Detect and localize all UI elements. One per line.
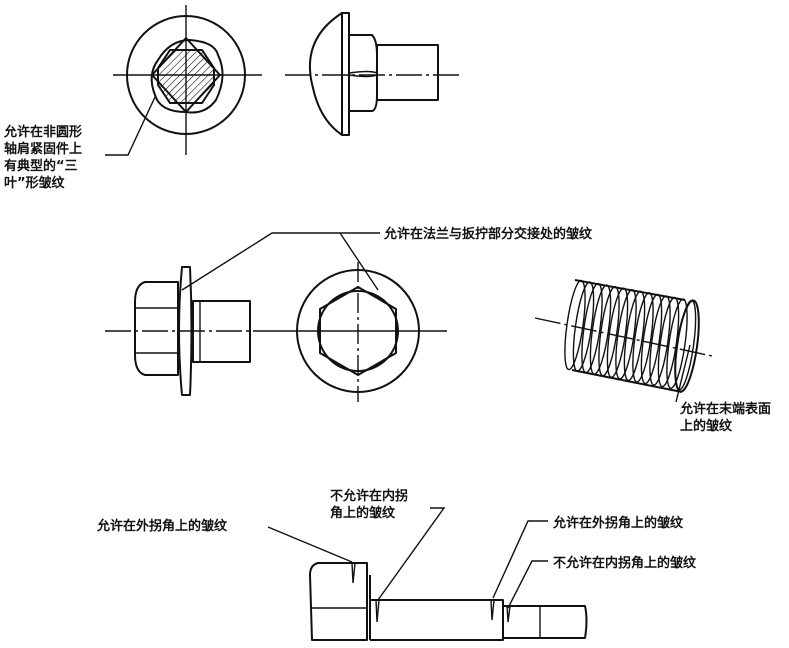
label-line: 允许在非圆形 bbox=[3, 124, 82, 140]
label-outer-corner-left: 允许在外拐角上的皱纹 bbox=[96, 518, 353, 563]
label-line: 允许在末端表面 bbox=[679, 401, 771, 417]
label-line: 角上的皱纹 bbox=[330, 505, 396, 521]
label-line: 轴肩紧固件上 bbox=[4, 141, 82, 157]
thread-ridge bbox=[632, 292, 654, 383]
label-line: 允许在法兰与扳拧部分交接处的皱纹 bbox=[383, 226, 593, 242]
label-line: 允许在外拐角上的皱纹 bbox=[552, 515, 684, 531]
label-line: 允许在外拐角上的皱纹 bbox=[96, 518, 228, 534]
center-line bbox=[534, 317, 713, 357]
label-line: 不允许在内拐 bbox=[330, 488, 408, 504]
thread-ridge bbox=[564, 279, 586, 371]
thread-ridge bbox=[598, 285, 620, 377]
thread-ridge bbox=[649, 295, 671, 386]
label-three-lobe: 允许在非圆形 轴肩紧固件上 有典型的“三 叶”形皱纹 bbox=[3, 124, 82, 191]
label-inner-corner-right: 不允许在内拐角上的皱纹 bbox=[507, 555, 697, 609]
flange-bolt-side-view bbox=[105, 266, 275, 396]
carriage-bolt-side-view bbox=[285, 12, 460, 136]
thread-ridge bbox=[666, 298, 688, 389]
label-end-surface: 允许在末端表面 上的皱纹 bbox=[675, 344, 771, 434]
thread-ridge bbox=[615, 289, 637, 380]
label-outer-corner-right: 允许在外拐角上的皱纹 bbox=[492, 515, 684, 599]
thread-ridge bbox=[589, 284, 612, 375]
label-inner-corner-left: 不允许在内拐 角上的皱纹 bbox=[330, 488, 446, 601]
thread-ridge bbox=[581, 282, 603, 374]
thread-ridge bbox=[640, 293, 663, 385]
threaded-end-view bbox=[534, 279, 713, 393]
flange-bolt-end-view bbox=[275, 262, 447, 402]
thread-ridge bbox=[572, 281, 595, 372]
thread-ridge bbox=[623, 290, 646, 382]
carriage-bolt-end-view bbox=[105, 5, 262, 156]
thread-outline bbox=[571, 369, 683, 393]
stepped-bolt-side-view bbox=[309, 562, 588, 641]
label-line: 有典型的“三 bbox=[4, 158, 78, 174]
label-line: 不允许在内拐角上的皱纹 bbox=[553, 555, 697, 571]
label-line: 叶”形皱纹 bbox=[4, 175, 66, 191]
label-line: 上的皱纹 bbox=[680, 418, 733, 434]
thread-end-face bbox=[674, 299, 700, 393]
thread-ridge bbox=[606, 287, 629, 379]
label-flange-junction: 允许在法兰与扳拧部分交接处的皱纹 bbox=[181, 226, 593, 291]
